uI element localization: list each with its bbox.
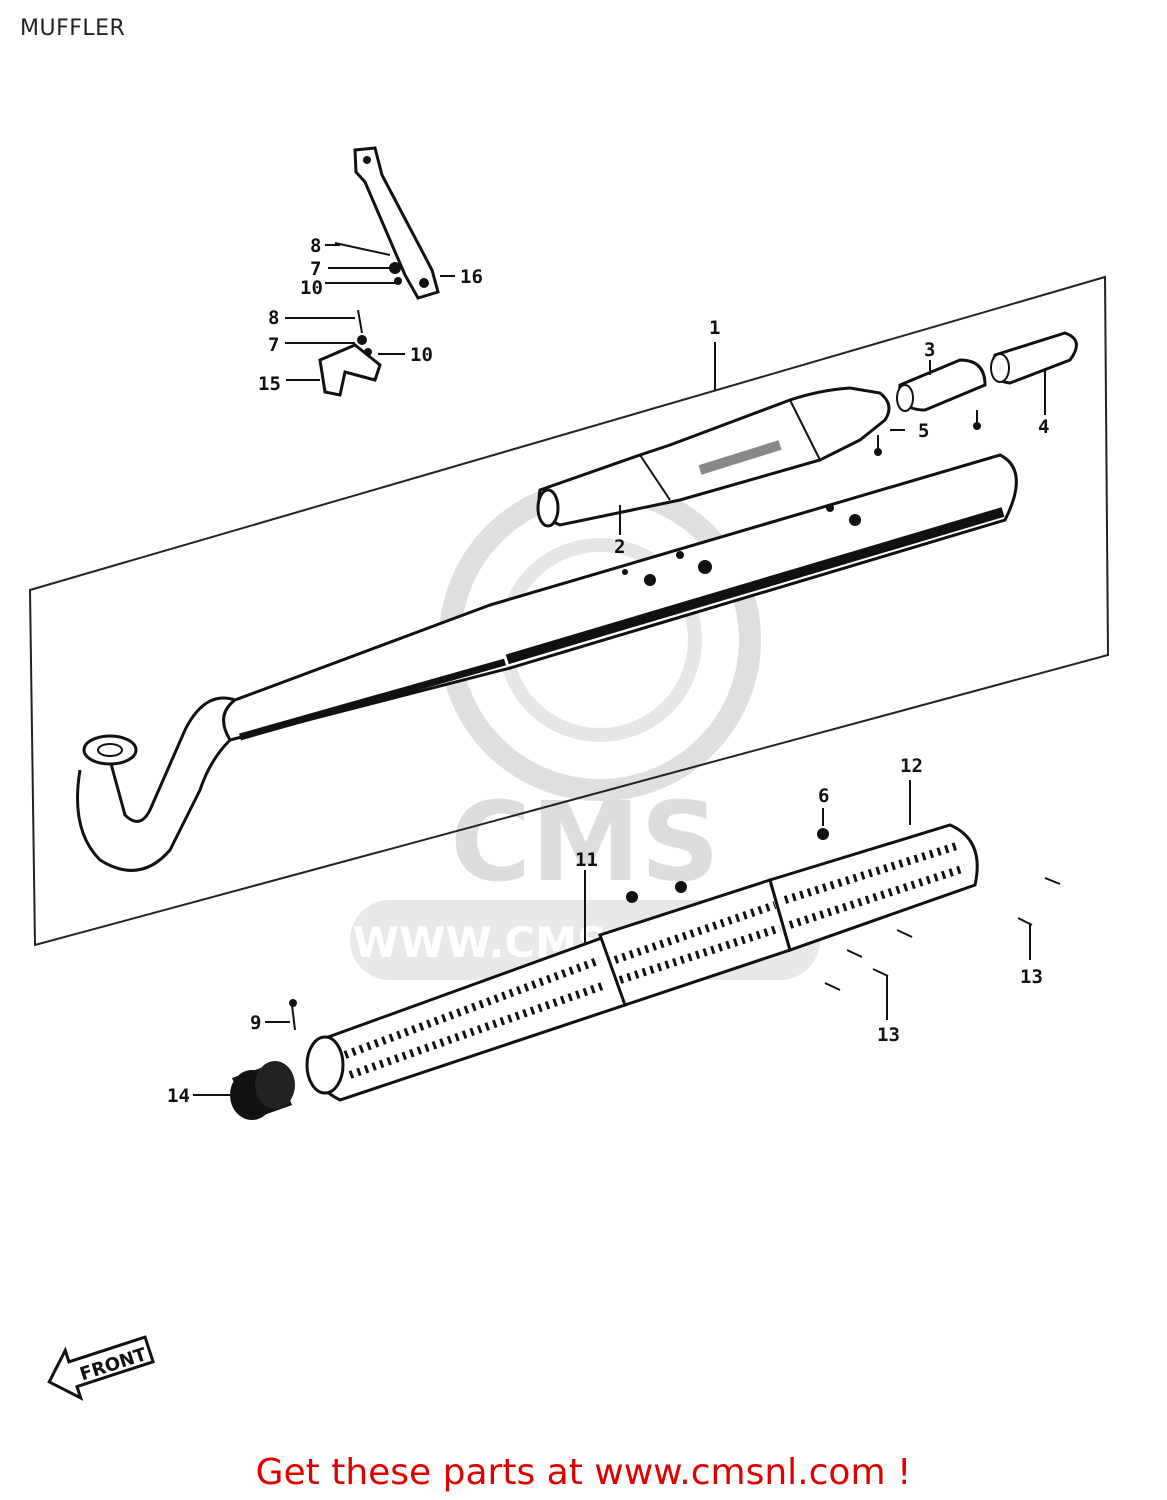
callout-5: 5 bbox=[918, 420, 929, 442]
callout-6: 6 bbox=[818, 785, 829, 807]
footer-link[interactable]: Get these parts at www.cmsnl.com ! bbox=[255, 1452, 912, 1493]
callout-7b: 7 bbox=[268, 334, 279, 356]
screws-part-13 bbox=[626, 828, 1061, 991]
callout-16: 16 bbox=[460, 266, 483, 288]
callout-8b: 8 bbox=[268, 307, 279, 329]
page-title: MUFFLER bbox=[20, 16, 126, 41]
clamp-part-9 bbox=[289, 999, 345, 1095]
screws-part-5 bbox=[874, 410, 981, 456]
callout-7a: 7 bbox=[310, 258, 321, 280]
callout-2: 2 bbox=[614, 536, 625, 558]
leader-lines bbox=[193, 244, 1046, 1096]
assembly-frame bbox=[28, 275, 1110, 947]
muffler-body bbox=[76, 453, 1018, 872]
callout-3: 3 bbox=[924, 339, 935, 361]
pipe-part-4 bbox=[990, 331, 1078, 385]
bracket-part-15 bbox=[318, 309, 382, 397]
callout-11: 11 bbox=[575, 849, 598, 871]
callout-4: 4 bbox=[1038, 416, 1049, 438]
pipe-part-3 bbox=[896, 358, 987, 412]
baffle-tube bbox=[536, 386, 891, 528]
callout-14: 14 bbox=[167, 1085, 190, 1107]
callout-13b: 13 bbox=[877, 1024, 900, 1046]
heat-guard-part-12 bbox=[768, 823, 979, 952]
callout-9: 9 bbox=[250, 1012, 261, 1034]
callout-10b: 10 bbox=[410, 344, 433, 366]
callout-10a: 10 bbox=[300, 277, 323, 299]
callout-15: 15 bbox=[258, 373, 281, 395]
bracket-part-16 bbox=[334, 146, 440, 300]
callout-13a: 13 bbox=[1020, 966, 1043, 988]
grommet-part-14 bbox=[230, 1061, 295, 1120]
callout-8a: 8 bbox=[310, 235, 321, 257]
callout-labels: 1 2 3 4 5 6 7 7 8 8 9 10 10 11 12 13 13 … bbox=[167, 235, 1049, 1107]
callout-1: 1 bbox=[709, 317, 720, 339]
front-arrow-icon bbox=[47, 1335, 155, 1401]
callout-12: 12 bbox=[900, 755, 923, 777]
